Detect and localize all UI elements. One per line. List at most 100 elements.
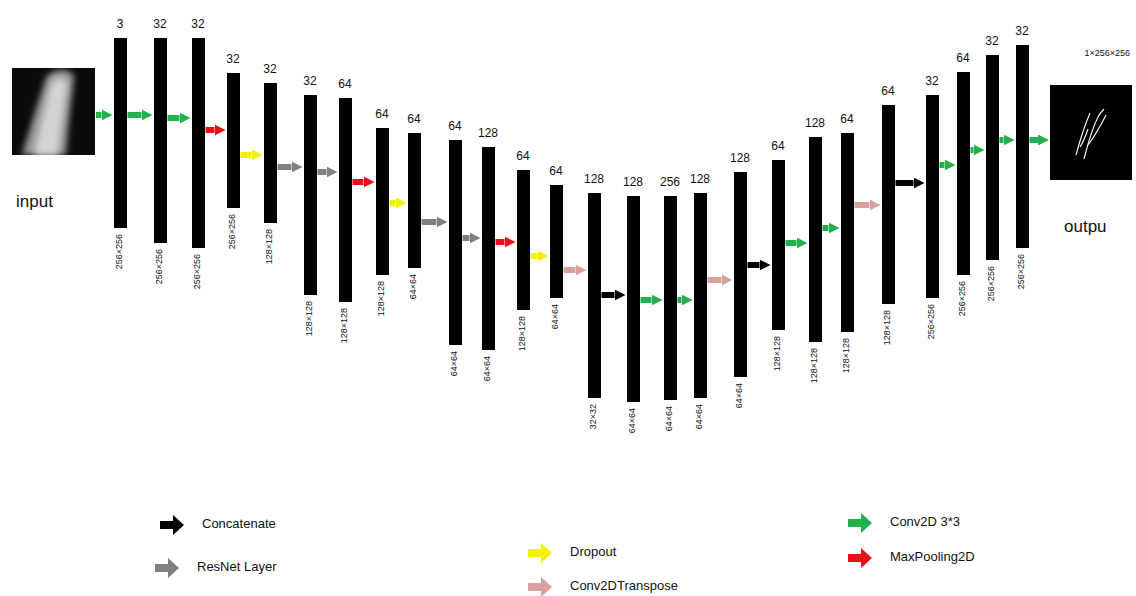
legend-swatch [528,577,552,596]
feature-map-bar: 6464×64 [449,140,462,345]
channel-count: 128 [584,173,604,186]
feature-size: 256×256 [115,234,125,269]
feature-map-bar: 12864×64 [482,147,495,350]
channel-count: 32 [1015,25,1028,38]
feature-size: 32×32 [589,404,599,429]
channel-count: 64 [407,113,420,126]
legend-label: Dropout [570,544,616,559]
layer-arrow [786,240,797,246]
feature-map-bar: 32256×256 [1016,45,1029,248]
layer-arrow [641,297,652,303]
layer-arrow [318,169,327,175]
layer-arrow [1000,137,1004,143]
feature-size: 64×64 [665,406,675,431]
layer-arrow [128,112,142,118]
layer-arrow [678,297,682,303]
feature-size: 256×256 [193,254,203,289]
xray-picture [12,68,95,155]
channel-count: 64 [338,78,351,91]
feature-map-bar: 32256×256 [154,38,167,243]
feature-map-bar: 64128×128 [376,128,389,275]
feature-size: 64×64 [409,274,419,299]
channel-count: 32 [153,18,166,31]
feature-size: 64×64 [735,383,745,408]
legend-label: MaxPooling2D [890,549,975,564]
feature-size: 128×128 [842,338,852,373]
feature-size: 64×64 [695,404,705,429]
channel-count: 32 [925,75,938,88]
layer-arrow [206,127,215,133]
layer-arrow [96,112,102,118]
feature-size: 128×128 [265,229,275,264]
layer-arrow [353,179,364,185]
feature-map-bar: 32256×256 [986,55,999,260]
layer-arrow [823,225,829,231]
feature-map-bar: 32256×256 [227,73,240,208]
channel-count: 64 [956,52,969,65]
layer-arrow [1030,137,1039,143]
layer-arrow [278,164,292,170]
layer-arrow [422,219,437,225]
feature-size: 128×128 [883,310,893,345]
channel-count: 32 [985,35,998,48]
layer-arrow [390,200,396,206]
channel-count: 64 [448,120,461,133]
layer-arrow [168,115,180,121]
feature-map-bar: 12864×64 [627,196,640,402]
channel-count: 128 [730,152,750,165]
layer-arrow [463,235,470,241]
feature-size: 64×64 [551,304,561,329]
layer-arrow [241,152,252,158]
input-label: input [16,193,53,212]
channel-count: 64 [771,140,784,153]
mask-picture [1050,85,1132,180]
channel-count: 64 [881,85,894,98]
feature-size: 64×64 [450,351,460,376]
layer-arrow [496,239,505,245]
legend-label: Concatenate [202,516,276,531]
feature-map-bar: 128128×128 [809,137,822,342]
feature-map-bar: 12864×64 [734,172,747,377]
layer-arrow [708,277,722,283]
feature-map-bar: 64128×128 [517,170,530,310]
legend-arrow [160,515,186,535]
legend-label: ResNet Layer [197,559,276,574]
feature-size: 64×64 [483,356,493,381]
legend-arrow [848,548,874,568]
feature-size: 128×128 [305,301,315,336]
layer-arrow [855,202,870,208]
feature-map-bar: 12832×32 [588,193,601,398]
channel-count: 32 [303,75,316,88]
feature-size: 128×128 [340,308,350,343]
feature-size: 64×64 [628,408,638,433]
feature-size: 256×256 [927,304,937,339]
channel-count: 128 [478,127,498,140]
channel-count: 32 [263,63,276,76]
feature-map-bar: 32256×256 [926,95,939,298]
feature-map-bar: 6464×64 [550,185,563,298]
output-image: 1×256×256outpu [1050,85,1132,180]
legend-swatch [155,558,179,578]
feature-map-bar: 25664×64 [664,196,677,400]
input-image: input [12,68,95,155]
feature-map-bar: 32128×128 [304,95,317,295]
feature-size: 256×256 [958,281,968,316]
layer-arrow [564,267,576,273]
feature-map-bar: 64128×128 [339,98,352,302]
channel-count: 64 [549,165,562,178]
channel-count: 128 [690,173,710,186]
feature-map-bar: 3256×256 [114,38,127,228]
feature-map-bar: 32128×128 [264,83,277,223]
feature-map-bar: 64128×128 [882,105,895,304]
legend-arrow [528,543,554,563]
feature-size: 256×256 [1017,254,1027,289]
feature-map-bar: 32256×256 [192,38,205,248]
channel-count: 64 [840,113,853,126]
output-label: outpu [1064,218,1107,237]
legend-swatch [848,548,872,568]
channel-count: 64 [516,150,529,163]
legend-arrow [848,513,874,533]
feature-map-bar: 12864×64 [694,193,707,398]
